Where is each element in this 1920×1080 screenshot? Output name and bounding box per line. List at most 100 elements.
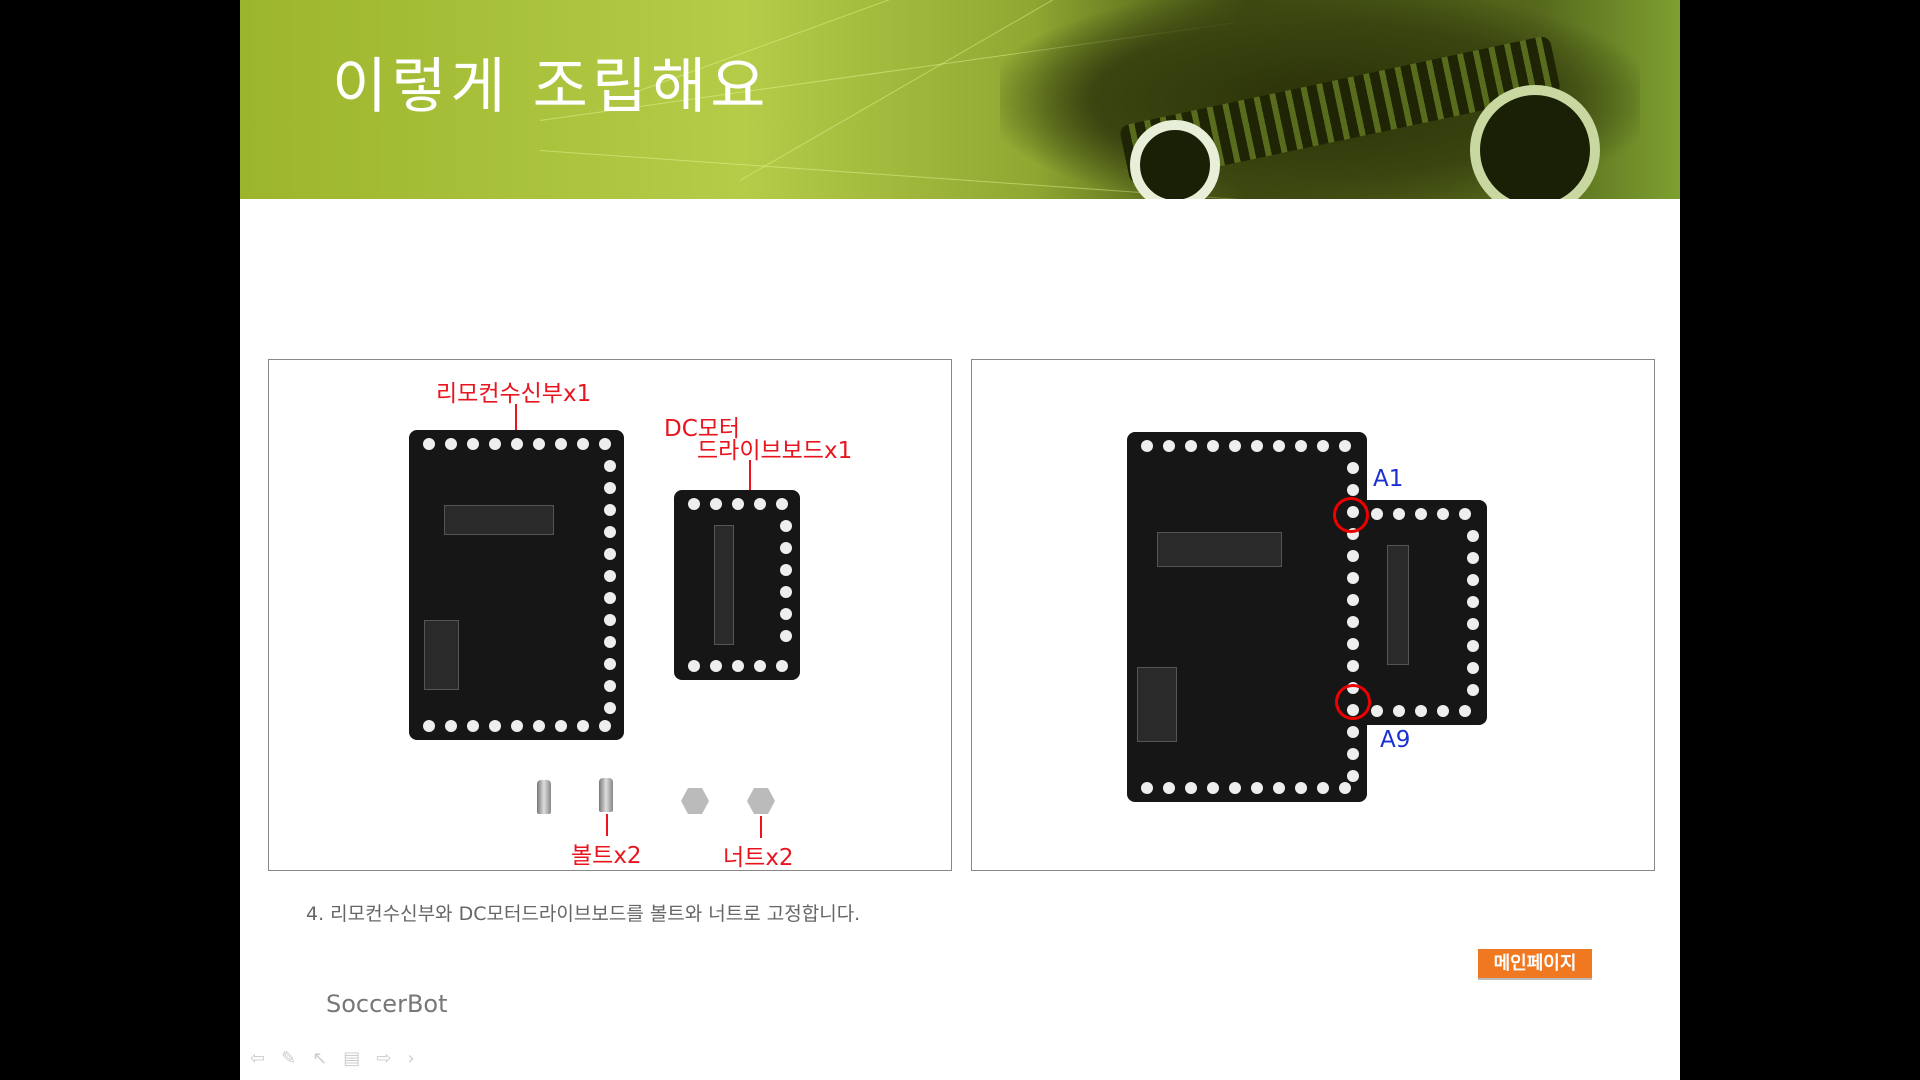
step-caption: 4. 리모컨수신부와 DC모터드라이브보드를 볼트와 너트로 고정합니다.: [306, 903, 861, 925]
board-hole: [604, 592, 616, 604]
board-hole: [1347, 638, 1359, 650]
board-hole: [1415, 508, 1427, 520]
board-hole: [1467, 640, 1479, 652]
label-dc-motor: DC모터: [664, 416, 741, 442]
board-hole: [1347, 748, 1359, 760]
board-hole: [780, 542, 792, 554]
driver-board: [1357, 500, 1487, 725]
board-hole: [1251, 440, 1263, 452]
board-hole: [1347, 484, 1359, 496]
board-hole: [1185, 782, 1197, 794]
board-hole: [1393, 508, 1405, 520]
board-hole: [688, 498, 700, 510]
board-hole: [776, 498, 788, 510]
board-hole: [1467, 684, 1479, 696]
board-hole: [1229, 782, 1241, 794]
board-hole: [511, 438, 523, 450]
board-hole: [489, 720, 501, 732]
label-nut: 너트x2: [723, 845, 794, 871]
board-hole: [467, 720, 479, 732]
board-hole: [1467, 530, 1479, 542]
board-hole: [1467, 662, 1479, 674]
chevron-right-icon[interactable]: ›: [407, 1048, 415, 1069]
bolt: [599, 778, 613, 812]
board-hole: [1317, 440, 1329, 452]
board-hole: [423, 720, 435, 732]
board-hole: [604, 614, 616, 626]
board-hole: [604, 658, 616, 670]
board-hole: [1295, 440, 1307, 452]
board-hole: [1371, 508, 1383, 520]
board-hole: [604, 680, 616, 692]
slide: 이렇게 조립해요 리모컨수신부x1 DC모터 드라이브보드x1 볼트x2 너트x…: [240, 0, 1680, 1080]
board-hole: [688, 660, 700, 672]
board-hole: [445, 438, 457, 450]
nut: [681, 788, 709, 814]
board-hole: [1347, 726, 1359, 738]
board-hole: [1393, 705, 1405, 717]
board-hole: [533, 720, 545, 732]
board-hole: [577, 438, 589, 450]
board-hole: [1339, 440, 1351, 452]
board-hole: [732, 660, 744, 672]
board-hole: [780, 520, 792, 532]
board-hole: [489, 438, 501, 450]
board-hole: [1339, 782, 1351, 794]
board-hole: [1185, 440, 1197, 452]
board-hole: [467, 438, 479, 450]
board-hole: [577, 720, 589, 732]
board-hole: [1141, 782, 1153, 794]
board-hole: [1347, 572, 1359, 584]
board-hole: [599, 438, 611, 450]
board-hole: [1347, 660, 1359, 672]
board-hole: [1437, 705, 1449, 717]
board-hole: [754, 660, 766, 672]
pen-icon[interactable]: ✎: [281, 1048, 297, 1069]
board-hole: [1467, 618, 1479, 630]
board-hole: [555, 720, 567, 732]
board-hole: [1317, 782, 1329, 794]
board-hole: [710, 498, 722, 510]
board-hole: [555, 438, 567, 450]
board-hole: [780, 630, 792, 642]
board-hole: [1347, 770, 1359, 782]
board-hole: [780, 586, 792, 598]
board-hole: [604, 460, 616, 472]
pointer-icon[interactable]: ↖: [312, 1048, 328, 1069]
mount-point-a9: [1335, 684, 1371, 720]
board-hole: [1459, 508, 1471, 520]
board-hole: [1467, 552, 1479, 564]
slide-nav: ⇦ ✎ ↖ ▤ ⇨ ›: [250, 1048, 415, 1069]
previous-icon[interactable]: ⇦: [250, 1048, 266, 1069]
board-hole: [604, 504, 616, 516]
nut: [747, 788, 775, 814]
board-hole: [604, 636, 616, 648]
board-hole: [754, 498, 766, 510]
main-page-button[interactable]: 메인페이지: [1478, 949, 1592, 980]
board-hole: [533, 438, 545, 450]
bolt: [537, 780, 551, 814]
board-hole: [1437, 508, 1449, 520]
receiver-board: [1127, 432, 1367, 802]
next-icon[interactable]: ⇨: [376, 1048, 392, 1069]
board-hole: [1347, 594, 1359, 606]
board-hole: [604, 482, 616, 494]
board-hole: [780, 608, 792, 620]
board-hole: [1229, 440, 1241, 452]
board-hole: [1347, 550, 1359, 562]
board-hole: [1459, 705, 1471, 717]
board-hole: [1273, 782, 1285, 794]
board-hole: [445, 720, 457, 732]
board-hole: [599, 720, 611, 732]
receiver-board: [409, 430, 624, 740]
label-receiver: 리모컨수신부x1: [436, 381, 592, 407]
menu-icon[interactable]: ▤: [343, 1048, 361, 1069]
board-hole: [1295, 782, 1307, 794]
board-hole: [1467, 574, 1479, 586]
board-hole: [776, 660, 788, 672]
board-hole: [604, 570, 616, 582]
board-hole: [1273, 440, 1285, 452]
board-hole: [604, 702, 616, 714]
board-hole: [1141, 440, 1153, 452]
board-hole: [1163, 782, 1175, 794]
